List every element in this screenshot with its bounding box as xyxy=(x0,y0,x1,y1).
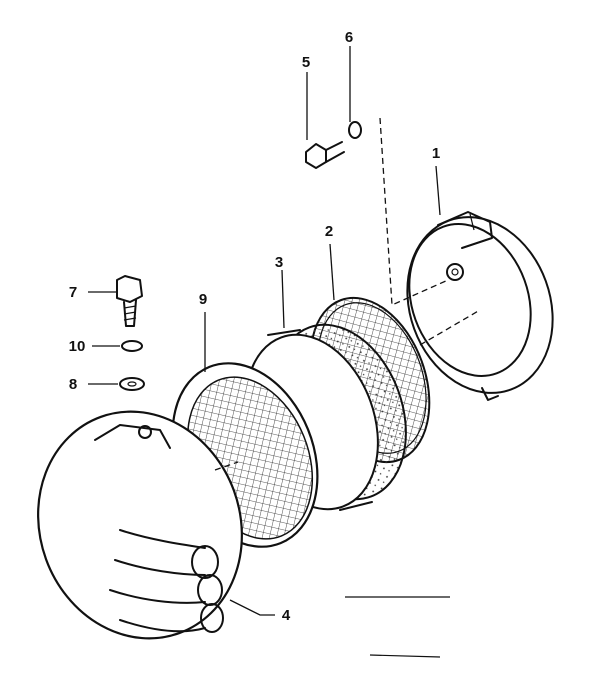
part-1-housing-ring xyxy=(406,211,554,401)
part-8-flat-washer xyxy=(119,377,145,391)
scan-artifacts xyxy=(345,596,450,658)
callout-9: 9 xyxy=(198,291,208,308)
part-4-cover-with-tubes xyxy=(37,410,243,640)
part-10-lock-washer xyxy=(121,340,143,352)
callout-2: 2 xyxy=(324,223,334,240)
part-7-screw xyxy=(116,275,143,327)
callout-8: 8 xyxy=(68,376,78,393)
part-6-washer xyxy=(348,121,362,139)
callout-5: 5 xyxy=(301,54,311,71)
callout-6: 6 xyxy=(344,29,354,46)
callout-4: 4 xyxy=(281,607,291,624)
callout-10: 10 xyxy=(68,338,86,355)
callout-1: 1 xyxy=(431,145,441,162)
part-5-bolt xyxy=(305,141,345,169)
callout-3: 3 xyxy=(274,254,284,271)
leader-lines xyxy=(88,46,481,616)
callout-7: 7 xyxy=(68,284,78,301)
